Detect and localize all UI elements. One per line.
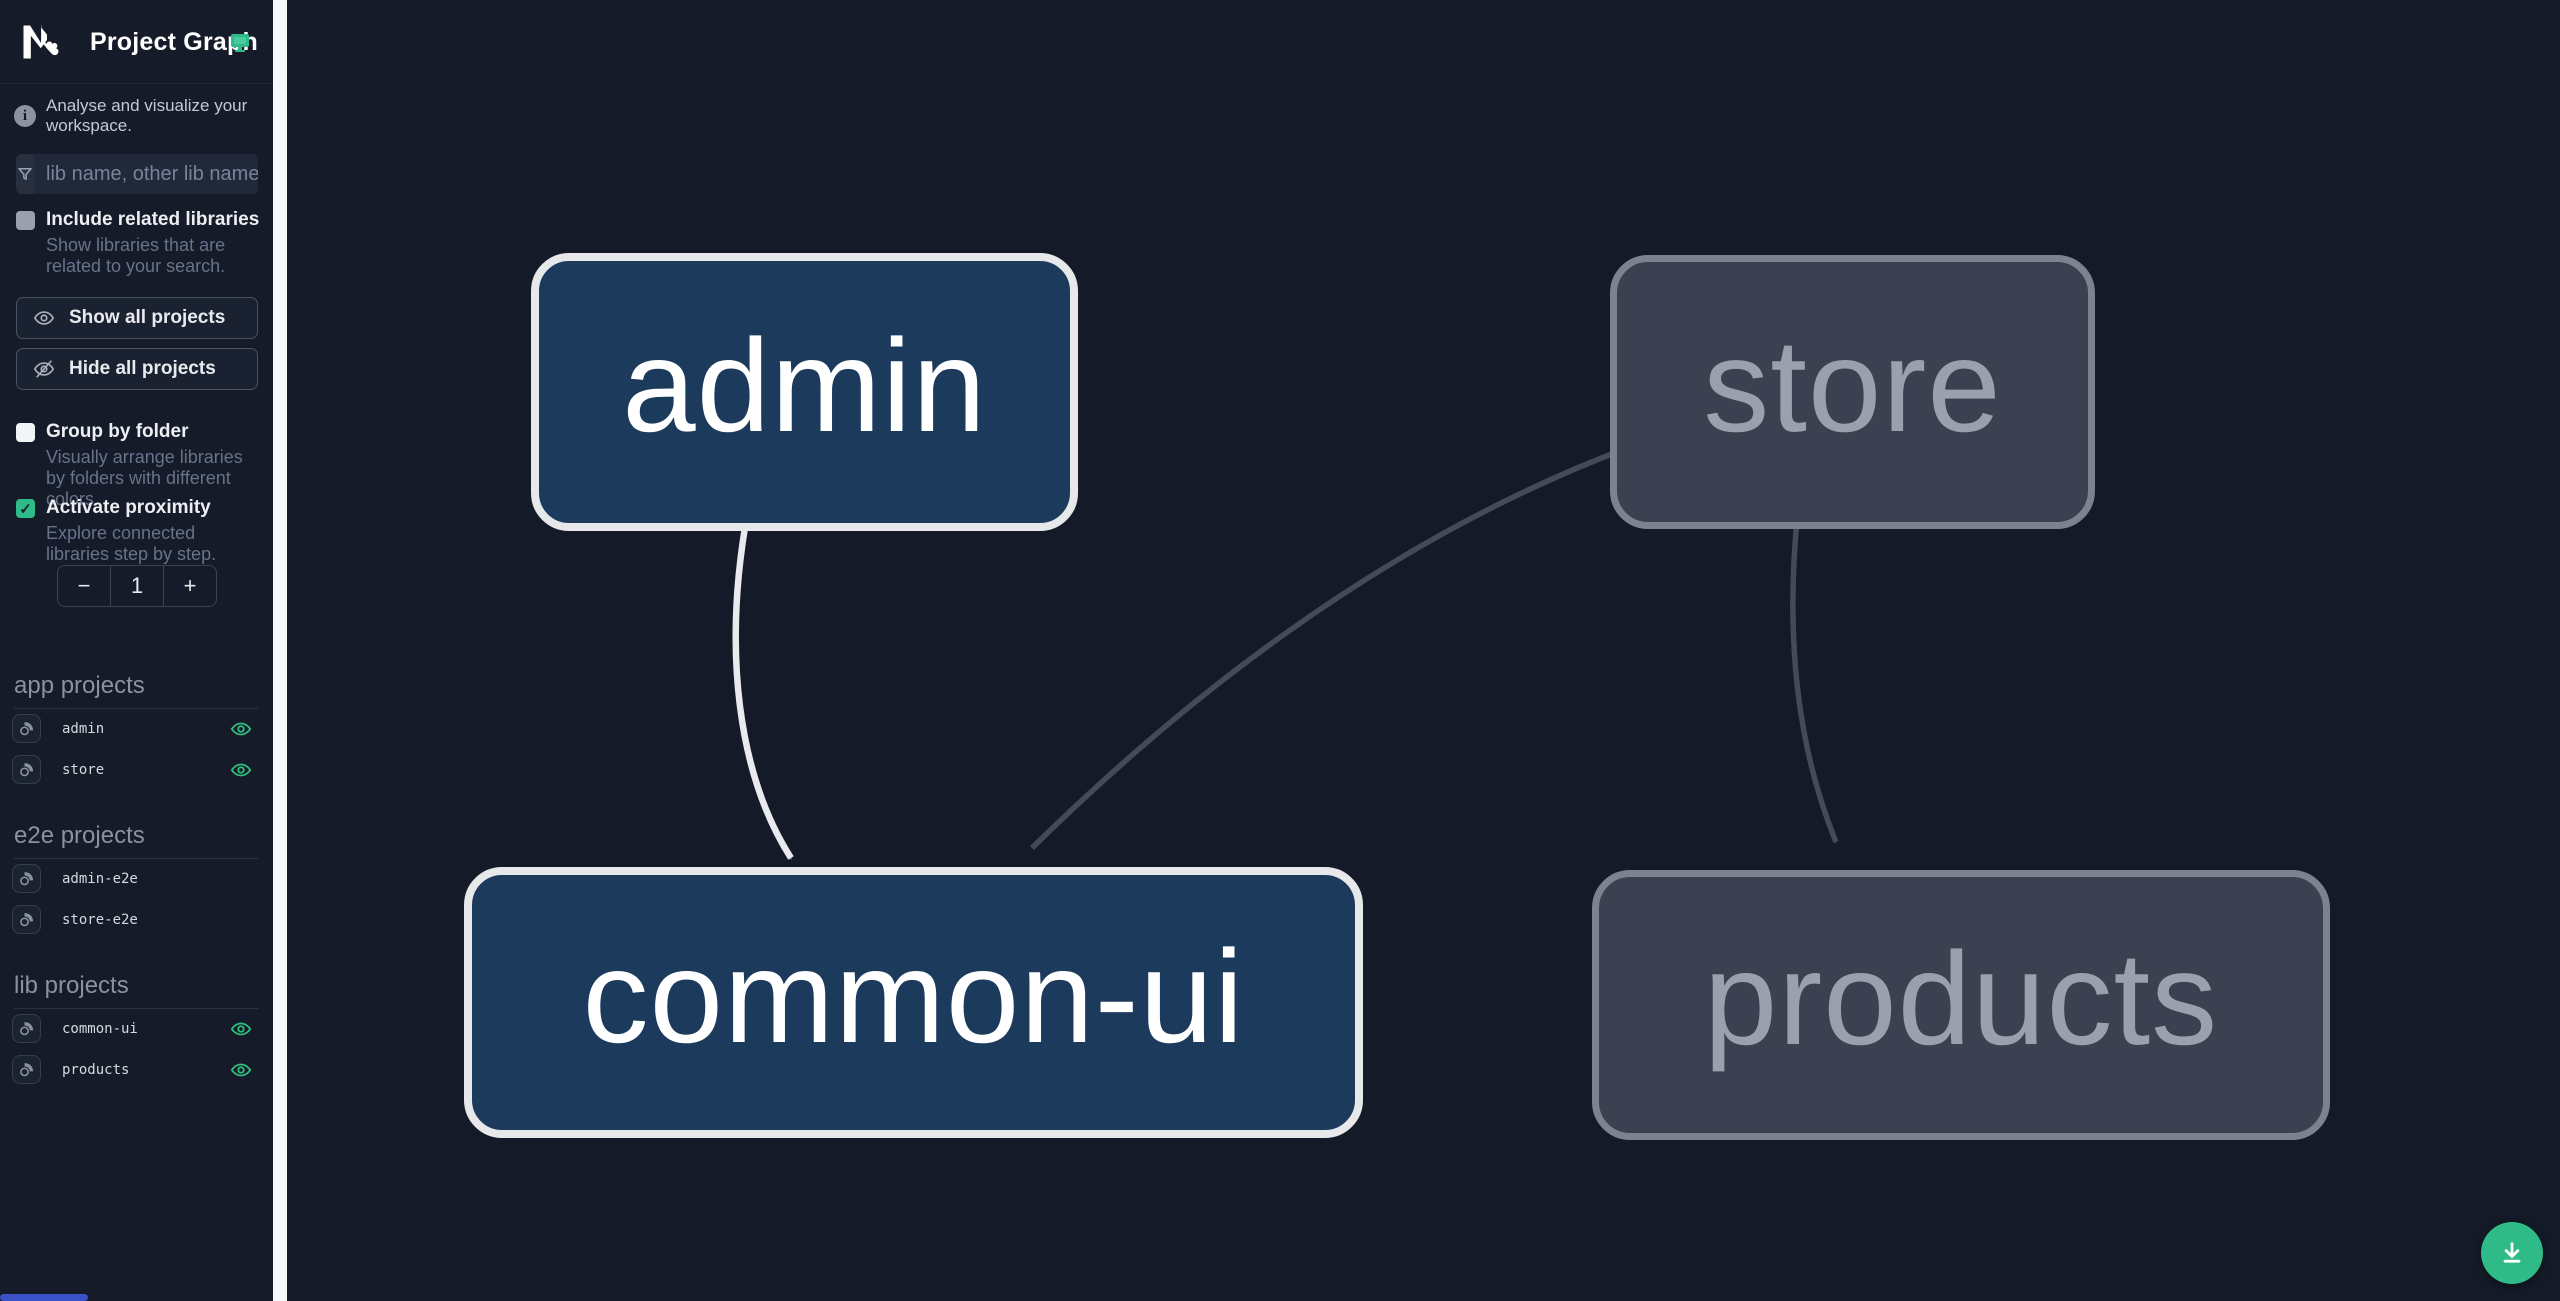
graph-node-store[interactable]: store [1610,255,2095,529]
graph-node-admin[interactable]: admin [531,253,1078,531]
sidebar-scrollbar-track[interactable] [273,0,287,1301]
hide-all-projects-label: Hide all projects [69,358,216,379]
focus-icon [20,1022,34,1036]
horizontal-scrollbar-thumb[interactable] [0,1294,88,1301]
group-by-folder-filter: Group by folder Visually arrange librari… [16,421,260,510]
project-row-products: products [12,1055,262,1085]
edge-store-to-common-ui [1030,447,1623,850]
group-by-folder-label: Group by folder [46,421,189,442]
visible-eye-icon[interactable] [230,1059,252,1081]
project-row-admin-e2e: admin-e2e [12,864,262,894]
download-icon [2503,1242,2521,1263]
search-input[interactable] [34,154,258,194]
info-icon: i [14,105,36,127]
node-label: common-ui [582,922,1245,1070]
show-all-projects-button[interactable]: Show all projects [16,297,258,339]
include-related-checkbox[interactable] [16,211,35,230]
project-name[interactable]: admin-e2e [62,871,138,887]
graph-node-products[interactable]: products [1592,870,2330,1140]
project-row-store-e2e: store-e2e [12,905,262,935]
eye-icon [33,311,55,325]
proximity-value: 1 [110,566,163,606]
intro-text: Analyse and visualize your workspace. [46,96,248,135]
focus-project-button[interactable] [12,714,41,743]
focus-project-button[interactable] [12,1055,41,1084]
project-name[interactable]: common-ui [62,1021,138,1037]
activate-proximity-label: Activate proximity [46,497,211,518]
download-image-button[interactable] [2481,1222,2543,1284]
project-graph-canvas[interactable]: admin store common-ui products [287,0,2560,1301]
eye-off-icon [33,360,55,378]
activate-proximity-description: Explore connected libraries step by step… [46,523,217,564]
graph-node-common-ui[interactable]: common-ui [464,867,1363,1138]
group-by-folder-checkbox[interactable] [16,423,35,442]
focus-project-button[interactable] [12,905,41,934]
sidebar-header: Project Graph [0,0,273,84]
search-box [16,154,258,194]
focus-project-button[interactable] [12,755,41,784]
proximity-increment-button[interactable]: + [163,566,216,606]
visible-eye-icon[interactable] [230,1018,252,1040]
focus-icon [20,1063,34,1077]
project-row-common-ui: common-ui [12,1014,262,1044]
node-label: admin [622,312,987,459]
include-related-description: Show libraries that are related to your … [46,235,226,276]
page-title: Project Graph [90,28,258,56]
project-name[interactable]: store [62,762,105,778]
project-name[interactable]: admin [62,721,105,737]
proximity-stepper: − 1 + [57,565,217,607]
focus-icon [20,722,34,736]
visible-eye-icon[interactable] [230,759,252,781]
project-row-admin: admin [12,714,262,744]
focus-project-button[interactable] [12,864,41,893]
proximity-decrement-button[interactable]: − [77,573,91,598]
show-all-projects-label: Show all projects [69,307,226,328]
app-projects-heading: app projects [14,672,258,709]
activate-proximity-checkbox[interactable]: ✓ [16,499,35,518]
visible-eye-icon[interactable] [230,718,252,740]
funnel-icon [16,154,34,194]
node-label: products [1703,925,2219,1072]
lib-projects-heading: lib projects [14,972,258,1009]
e2e-projects-heading: e2e projects [14,822,258,859]
focus-icon [20,763,34,777]
include-related-filter: Include related libraries Show libraries… [16,209,260,277]
hide-all-projects-button[interactable]: Hide all projects [16,348,258,390]
edge-store-to-products [1790,509,1839,842]
dependency-edges [732,447,1839,860]
node-label: store [1703,312,2002,459]
group-by-folder-description: Visually arrange libraries by folders wi… [46,447,243,509]
activate-proximity-filter: ✓ Activate proximity Explore connected l… [16,497,260,565]
nx-logo-icon [23,25,59,59]
project-name[interactable]: store-e2e [62,912,138,928]
sidebar: Project Graph i Analyse and visualize yo… [0,0,273,1301]
monitor-icon[interactable] [228,30,252,54]
focus-project-button[interactable] [12,1014,41,1043]
workspace-intro: i Analyse and visualize your workspace. [14,96,264,136]
focus-icon [20,913,34,927]
focus-icon [20,872,34,886]
include-related-label: Include related libraries [46,209,260,230]
edge-admin-to-common-ui [732,509,794,860]
project-name[interactable]: products [62,1062,130,1078]
project-row-store: store [12,755,262,785]
